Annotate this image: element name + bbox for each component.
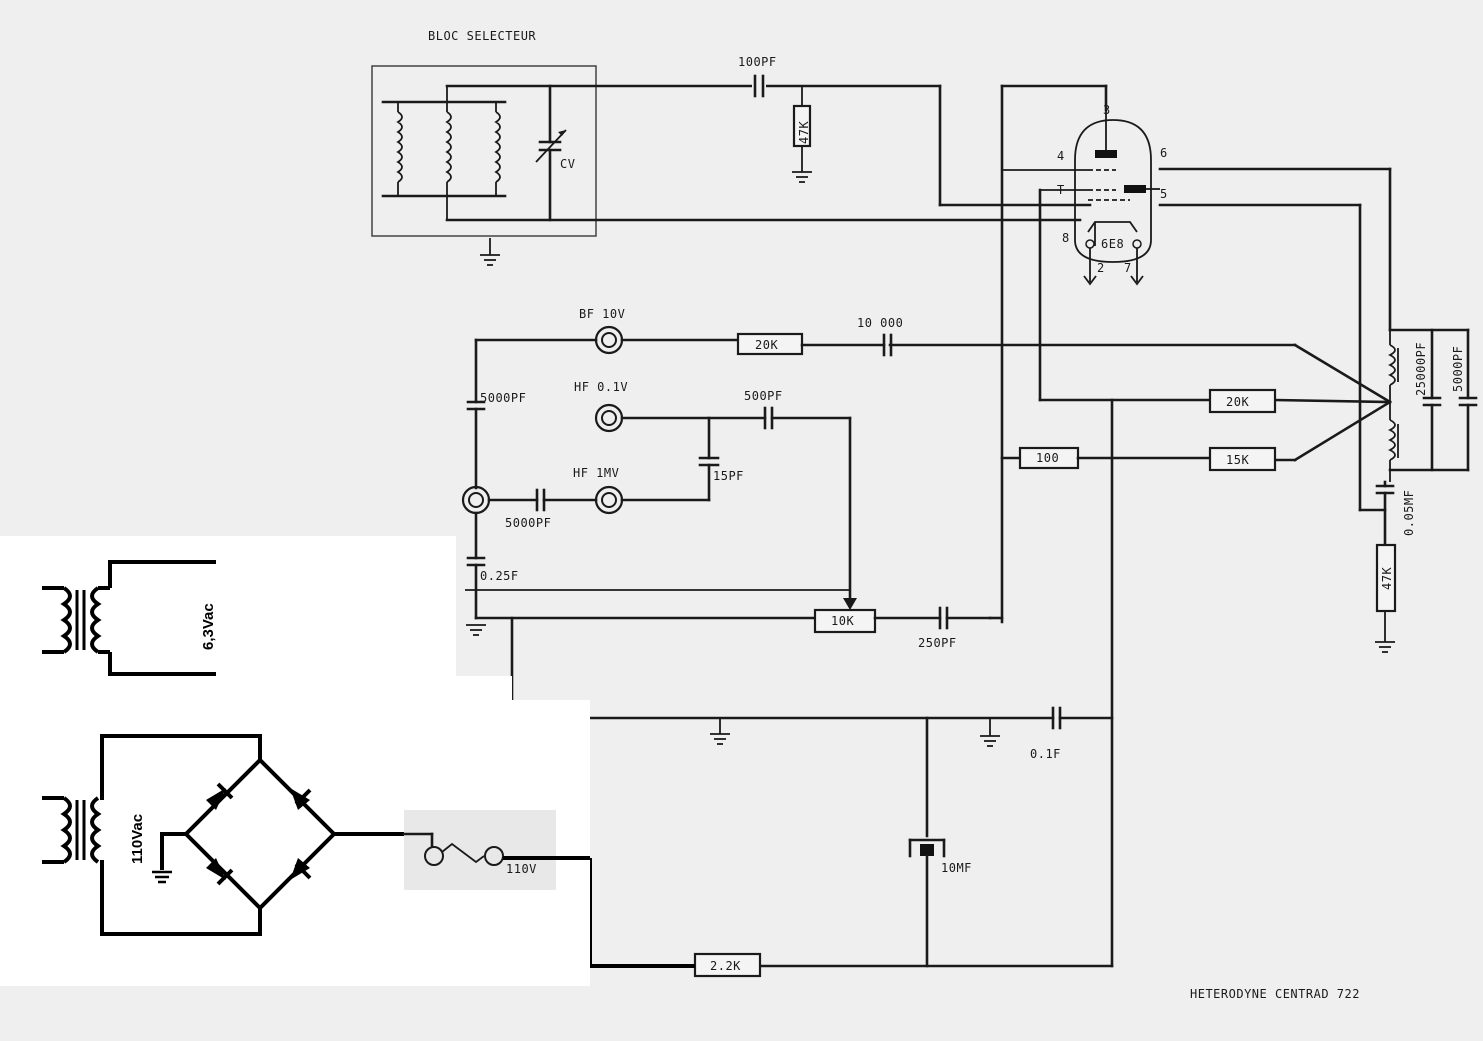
label-5000pf-c: 5000PF bbox=[1451, 346, 1465, 392]
label-bloc-selecteur: BLOC SELECTEUR bbox=[428, 29, 536, 43]
middle-resistors bbox=[1000, 388, 1277, 968]
switch-110v bbox=[402, 832, 590, 866]
label-5000pf-a: 5000PF bbox=[480, 391, 526, 405]
label-47k-right: 47K bbox=[1380, 567, 1394, 590]
coil-feed-lines bbox=[888, 343, 1392, 462]
label-10k: 10K bbox=[831, 614, 854, 628]
lower-supply-lines bbox=[510, 616, 1114, 978]
label-10000: 10 000 bbox=[857, 316, 903, 330]
transformer-110v bbox=[42, 734, 262, 936]
right-coil-assembly bbox=[1375, 328, 1478, 653]
label-01f: 0.1F bbox=[1030, 747, 1061, 761]
label-100pf: 100PF bbox=[738, 55, 777, 69]
label-25000pf: 25000PF bbox=[1414, 342, 1428, 396]
label-005mf: 0.05MF bbox=[1402, 490, 1416, 536]
capacitor-100pf bbox=[752, 74, 766, 98]
pin-t: T bbox=[1057, 183, 1065, 197]
label-500pf: 500PF bbox=[744, 389, 783, 403]
pin-8: 8 bbox=[1062, 231, 1070, 245]
selector-block bbox=[371, 65, 1082, 266]
pin-7: 7 bbox=[1124, 261, 1132, 275]
label-47k-top: 47K bbox=[797, 121, 811, 144]
label-025f: 0.25F bbox=[480, 569, 519, 583]
label-hf-01v: HF 0.1V bbox=[574, 380, 628, 394]
label-15pf: 15PF bbox=[713, 469, 744, 483]
label-110vac: 110Vac bbox=[129, 814, 146, 864]
label-20k-a: 20K bbox=[755, 338, 778, 352]
pin-5: 5 bbox=[1160, 187, 1168, 201]
label-6v3ac: 6,3Vac bbox=[200, 603, 217, 650]
label-20k-b: 20K bbox=[1226, 395, 1249, 409]
label-15k: 15K bbox=[1226, 453, 1249, 467]
label-bf-10v: BF 10V bbox=[579, 307, 625, 321]
bf-hf-section bbox=[461, 325, 893, 636]
tube-label: 6E8 bbox=[1101, 237, 1124, 251]
label-5000pf-b: 5000PF bbox=[505, 516, 551, 530]
diagram-title: HETERODYNE CENTRAD 722 bbox=[1190, 987, 1360, 1001]
transformer-6v3 bbox=[42, 560, 216, 676]
label-110v: 110V bbox=[506, 862, 537, 876]
resistor-47k-top bbox=[792, 86, 812, 183]
tube-6e8 bbox=[1002, 110, 1160, 286]
label-cv: CV bbox=[560, 157, 575, 171]
pot-10k-line bbox=[465, 589, 1004, 634]
label-hf-1mv: HF 1MV bbox=[573, 466, 619, 480]
pin-4: 4 bbox=[1057, 149, 1065, 163]
label-250pf: 250PF bbox=[918, 636, 957, 650]
label-10mf: 10MF bbox=[941, 861, 972, 875]
pin-6: 6 bbox=[1160, 146, 1168, 160]
label-2-2k: 2.2K bbox=[710, 959, 741, 973]
pin-2: 2 bbox=[1097, 261, 1105, 275]
diode-bridge bbox=[152, 757, 404, 911]
label-100: 100 bbox=[1036, 451, 1059, 465]
